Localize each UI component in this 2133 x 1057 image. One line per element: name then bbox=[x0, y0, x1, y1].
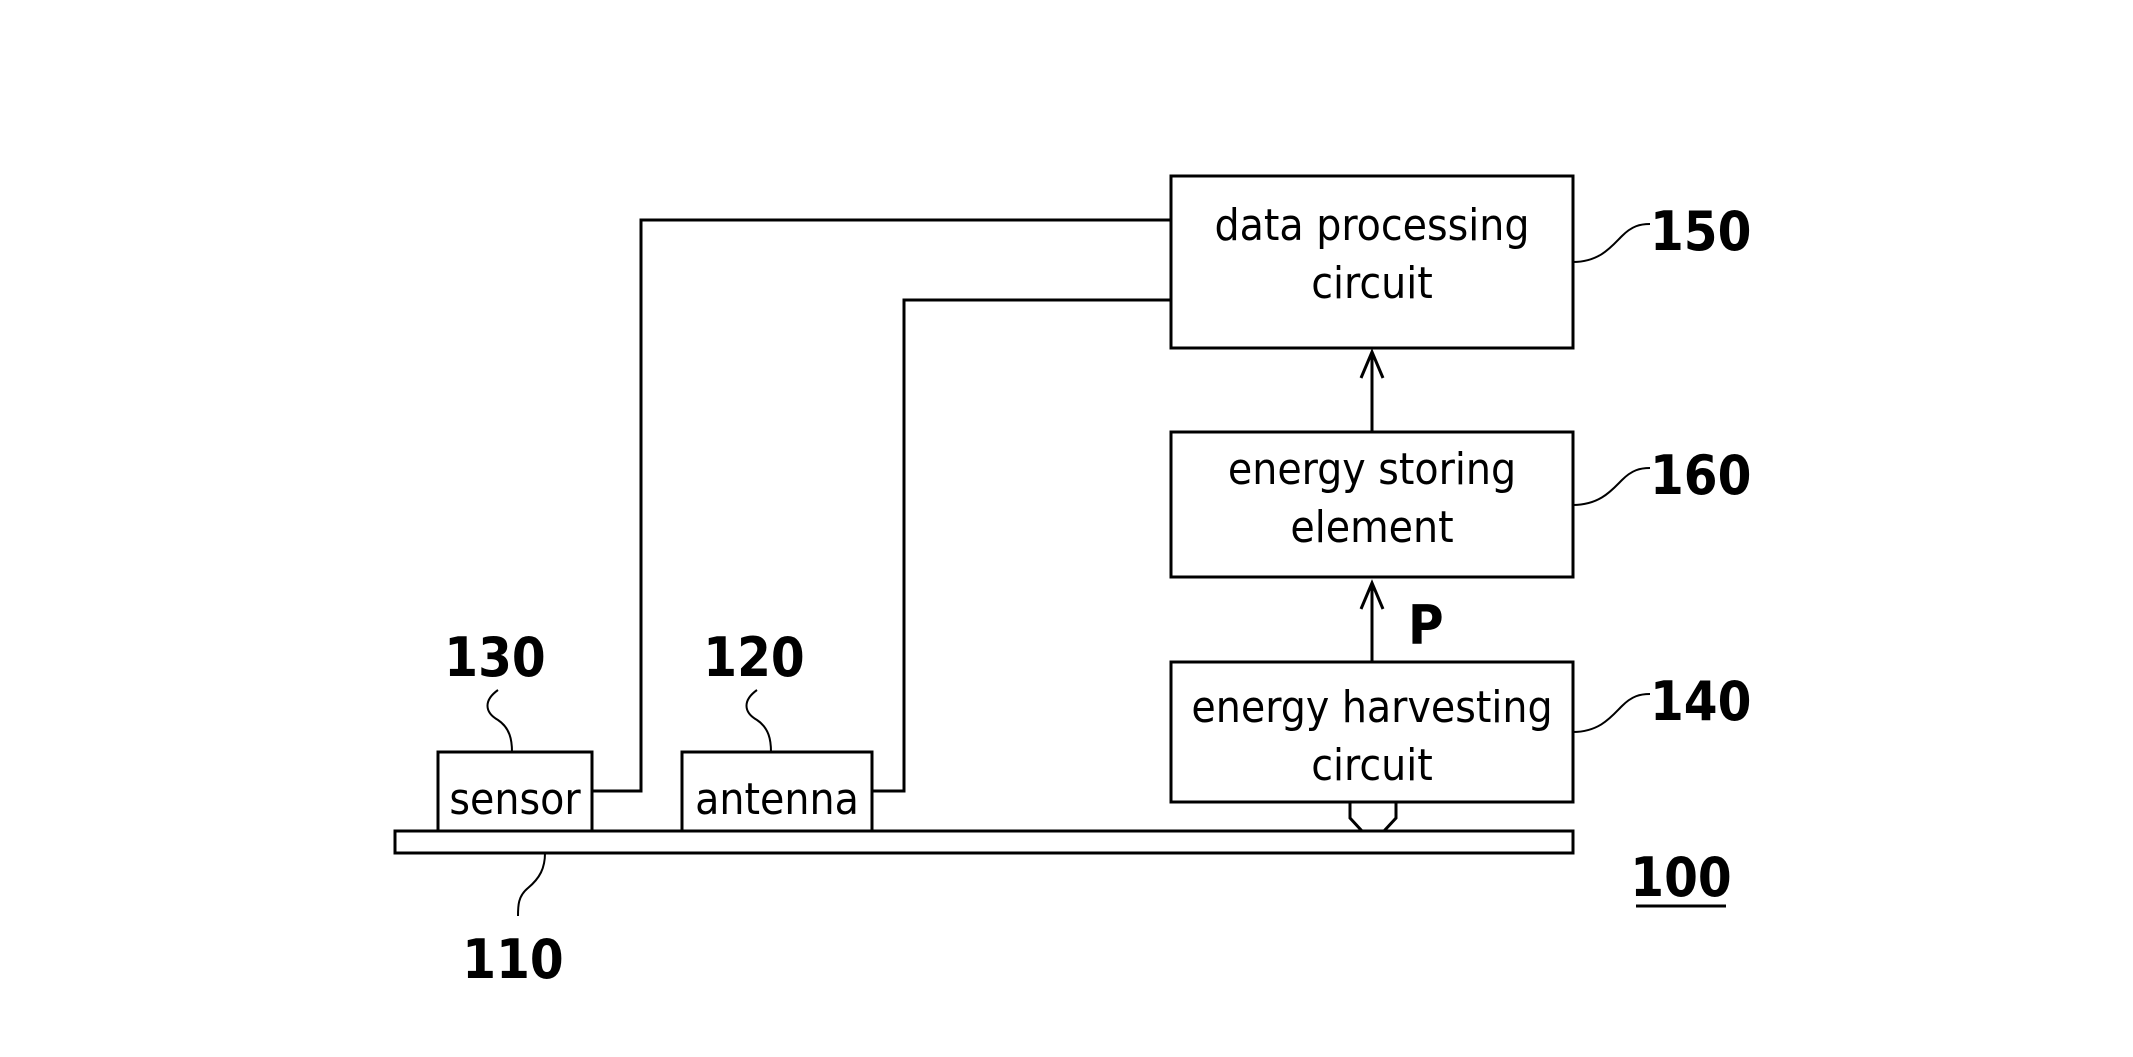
antenna-label: antenna bbox=[695, 774, 859, 825]
data-processing-line1: data processing bbox=[1215, 200, 1530, 251]
energy-storing-line1: energy storing bbox=[1228, 444, 1516, 495]
energy-harvesting-line2: circuit bbox=[1311, 740, 1432, 791]
leader-110 bbox=[518, 853, 545, 916]
harvester-substrate-contact bbox=[1350, 802, 1396, 831]
ref-150: 150 bbox=[1650, 200, 1751, 263]
leader-160 bbox=[1573, 468, 1650, 505]
ref-120: 120 bbox=[703, 626, 804, 689]
energy-harvesting-line1: energy harvesting bbox=[1191, 682, 1552, 733]
substrate-board bbox=[395, 831, 1573, 853]
ref-140: 140 bbox=[1650, 670, 1751, 733]
antenna-data-wire bbox=[872, 300, 1171, 791]
ref-130: 130 bbox=[444, 626, 545, 689]
power-signal-label: P bbox=[1408, 594, 1444, 657]
ref-160: 160 bbox=[1650, 444, 1751, 507]
leader-130 bbox=[488, 690, 513, 752]
ref-110: 110 bbox=[462, 928, 563, 991]
sensor-label: sensor bbox=[449, 774, 581, 825]
leader-150 bbox=[1573, 224, 1650, 262]
sensor-data-wire bbox=[592, 220, 1171, 791]
energy-storing-line2: element bbox=[1290, 502, 1453, 553]
figure-ref-100: 100 bbox=[1630, 846, 1731, 909]
data-processing-line2: circuit bbox=[1311, 258, 1432, 309]
leader-140 bbox=[1573, 694, 1650, 732]
leader-120 bbox=[747, 690, 772, 752]
